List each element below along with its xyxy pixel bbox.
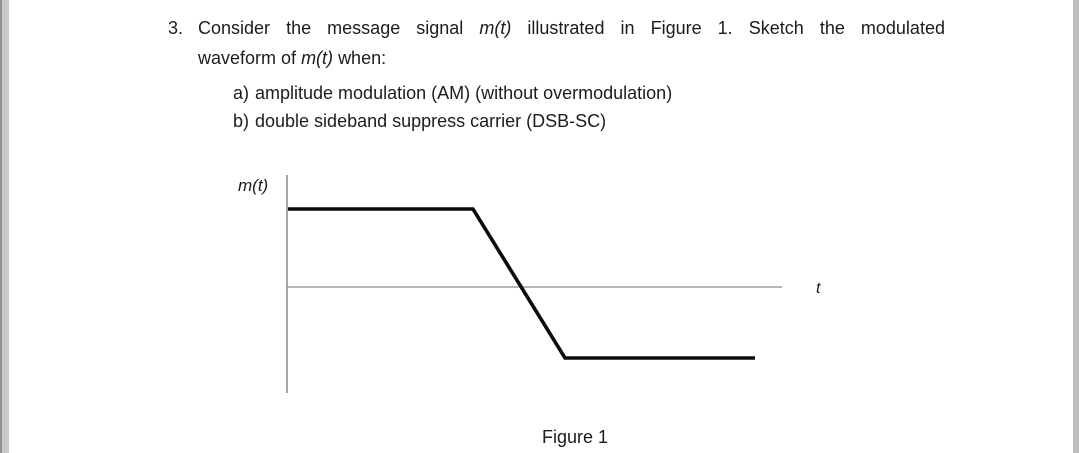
math-mt: m(t) <box>479 18 512 38</box>
problem-statement-line-2: waveform of m(t) when: <box>198 43 945 73</box>
page-left-edge <box>0 0 9 453</box>
subitem-label: amplitude modulation (AM) (without overm… <box>255 83 673 103</box>
statement-text: waveform of <box>198 48 297 68</box>
problem-subitems: a) amplitude modulation (AM) (without ov… <box>233 79 672 135</box>
y-axis-label: m(t) <box>238 176 269 195</box>
figure-caption: Figure 1 <box>541 427 609 447</box>
problem-statement: Consider the message signal m(t) illustr… <box>198 13 945 73</box>
math-mt: m(t) <box>301 48 334 68</box>
statement-text: Consider the message signal <box>198 18 464 38</box>
statement-text: when: <box>338 48 387 68</box>
subitem-a: a) amplitude modulation (AM) (without ov… <box>233 79 672 107</box>
waveform-polyline <box>288 207 755 360</box>
statement-text: illustrated in Figure 1. Sketch the modu… <box>527 18 945 38</box>
subitem-marker: a) <box>233 83 250 103</box>
subitem-label: double sideband suppress carrier (DSB-SC… <box>255 111 607 131</box>
problem-3: 3. Consider the message signal m(t) illu… <box>168 13 945 73</box>
x-axis-label: t <box>816 280 821 297</box>
subitem-b: b) double sideband suppress carrier (DSB… <box>233 107 672 135</box>
problem-statement-line-1: Consider the message signal m(t) illustr… <box>198 13 945 43</box>
page-right-edge <box>1073 0 1079 453</box>
problem-number: 3. <box>168 18 184 38</box>
subitem-marker: b) <box>233 111 250 131</box>
